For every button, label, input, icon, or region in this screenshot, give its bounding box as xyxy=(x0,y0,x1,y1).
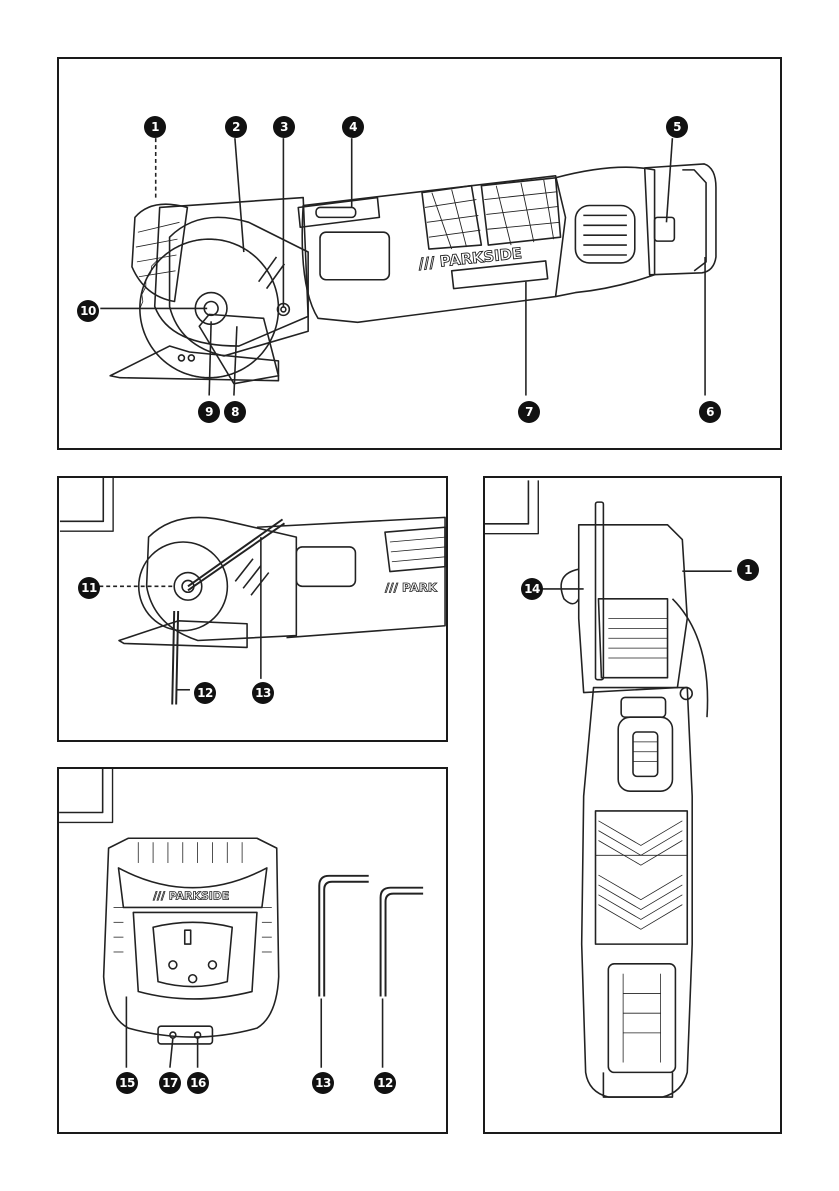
callout-15: 15 xyxy=(116,1072,138,1094)
callout-14: 14 xyxy=(521,578,543,600)
callout-4: 4 xyxy=(342,116,364,138)
callout-13: 13 xyxy=(252,682,274,704)
panel-accessories: /// PARKSIDE 15 17 16 13 12 xyxy=(57,767,448,1134)
callout-2: 2 xyxy=(225,116,247,138)
callout-1b: 1 xyxy=(737,559,759,581)
callout-17: 17 xyxy=(159,1072,181,1094)
callout-6: 6 xyxy=(699,401,721,423)
callout-12: 12 xyxy=(194,682,216,704)
panel-overview: /// PARKSIDE 1 2 3 4 5 10 9 8 7 6 xyxy=(57,57,782,450)
parkside-logo: /// PARK xyxy=(385,580,438,594)
callout-8: 8 xyxy=(224,401,246,423)
callout-10: 10 xyxy=(77,300,99,322)
callout-5: 5 xyxy=(666,116,688,138)
callout-1: 1 xyxy=(144,116,166,138)
callout-16: 16 xyxy=(187,1072,209,1094)
panel-top-view: 14 1 xyxy=(483,476,782,1134)
panel-blade-change: /// PARK 11 12 13 xyxy=(57,476,448,742)
callout-11: 11 xyxy=(78,577,100,599)
blade-change-drawing: /// PARK xyxy=(59,478,446,740)
callout-9: 9 xyxy=(198,401,220,423)
callout-13b: 13 xyxy=(312,1072,334,1094)
callout-7: 7 xyxy=(518,401,540,423)
parkside-logo: /// PARKSIDE xyxy=(153,890,229,903)
multi-tool-top-view-drawing xyxy=(485,478,780,1132)
callout-3: 3 xyxy=(273,116,295,138)
callout-12b: 12 xyxy=(374,1072,396,1094)
